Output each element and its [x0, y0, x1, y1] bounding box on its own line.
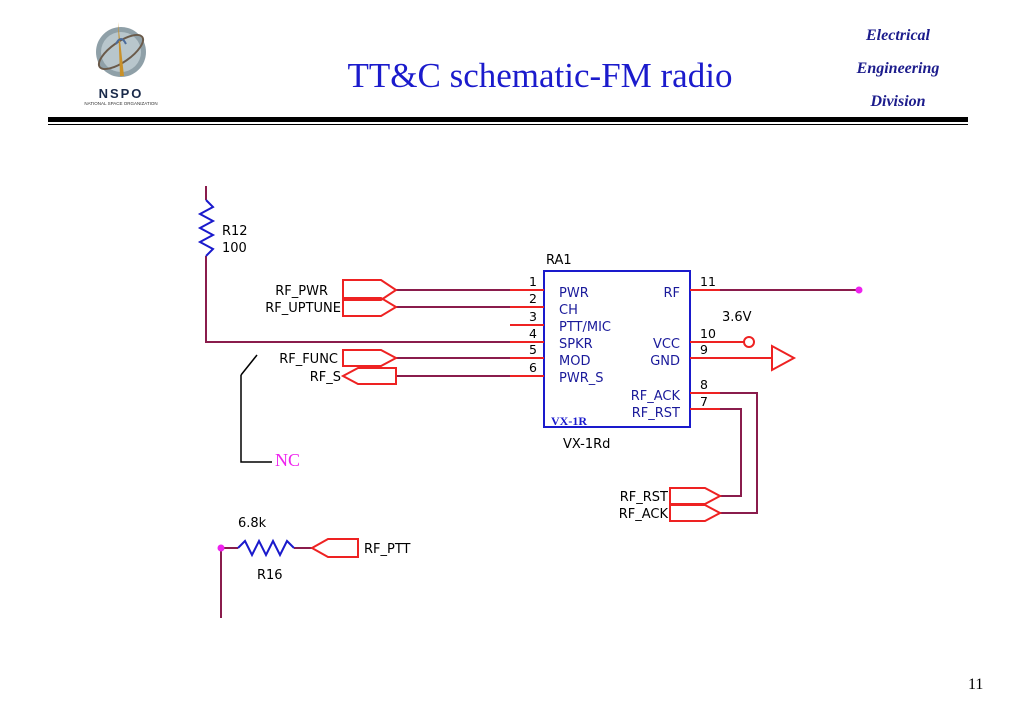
- r12-value: 100: [222, 241, 247, 256]
- chip-body: [543, 270, 691, 428]
- port-rf-ack: [669, 504, 723, 522]
- pin-number: 11: [700, 274, 716, 289]
- pin-number: 6: [529, 360, 537, 375]
- slide-title: TT&C schematic-FM radio: [347, 56, 733, 95]
- chip-ref: RA1: [546, 253, 572, 268]
- port-rf-func: [342, 349, 399, 367]
- wires: [205, 186, 859, 618]
- pin-number: 8: [700, 377, 708, 392]
- chip-part: VX-1Rd: [563, 437, 610, 452]
- r12-ref: R12: [222, 224, 248, 239]
- port-label: RF_FUNC: [279, 352, 338, 367]
- pin-name: SPKR: [559, 337, 593, 352]
- port-label: RF_PTT: [364, 542, 411, 557]
- resistor-r16: [237, 538, 295, 558]
- net-junction-icon: [855, 286, 863, 294]
- ground-symbol-icon: [771, 344, 797, 372]
- logo-subtext: NATIONAL SPACE ORGANIZATION: [84, 101, 158, 106]
- pin-number: 4: [529, 326, 537, 341]
- no-connect-stub: [240, 354, 258, 376]
- page-number: 11: [968, 676, 984, 693]
- department-line: Electrical: [866, 27, 930, 44]
- pin-name: PWR: [559, 286, 589, 301]
- pin-name: GND: [650, 354, 680, 369]
- port-label: RF_S: [310, 370, 341, 385]
- vcc-terminal-icon: [743, 336, 755, 348]
- port-label: RF_PWR: [275, 284, 328, 299]
- pin-name: RF: [663, 286, 680, 301]
- header-rule-thick: [48, 117, 968, 122]
- nspo-logo-icon: [96, 22, 146, 77]
- port-label: RF_ACK: [619, 507, 669, 522]
- pin-name: PTT/MIC: [559, 320, 611, 335]
- r16-ref: R16: [257, 568, 283, 583]
- port-rf-ptt: [309, 538, 359, 558]
- pin-number: 5: [529, 342, 537, 357]
- pin-name: CH: [559, 303, 578, 318]
- logo-text: NSPO: [98, 86, 144, 101]
- pin-number: 10: [700, 326, 716, 341]
- port-rf-rst: [669, 487, 723, 505]
- department-line: Engineering: [856, 60, 940, 77]
- nc-label: NC: [275, 450, 300, 470]
- net-junction-icon: [217, 544, 225, 552]
- pin-number: 2: [529, 291, 537, 306]
- department-line: Division: [870, 93, 926, 110]
- pin-name: RF_ACK: [631, 389, 681, 404]
- pin-name: PWR_S: [559, 371, 603, 386]
- pin-name: MOD: [559, 354, 590, 369]
- port-rf-s: [340, 367, 397, 385]
- pin-name: VCC: [653, 337, 680, 352]
- pin-name: RF_RST: [632, 406, 680, 421]
- port-rf-pwr: [342, 279, 398, 301]
- port-label: RF_RST: [620, 490, 668, 505]
- no-connect-wire: [240, 375, 272, 463]
- r16-value: 6.8k: [238, 516, 267, 531]
- vcc-label: 3.6V: [722, 310, 752, 325]
- port-label: RF_UPTUNE: [265, 301, 341, 316]
- port-rf-uptune: [342, 297, 398, 317]
- resistor-r12: [197, 199, 216, 257]
- chip-pin-lines: [510, 289, 772, 410]
- header-rule-thin: [48, 124, 968, 125]
- pin-number: 3: [529, 309, 537, 324]
- pin-number: 9: [700, 342, 708, 357]
- port-shapes: [309, 279, 723, 558]
- pin-number: 7: [700, 394, 708, 409]
- chip-inner-label: VX-1R: [551, 414, 587, 428]
- pin-number: 1: [529, 274, 537, 289]
